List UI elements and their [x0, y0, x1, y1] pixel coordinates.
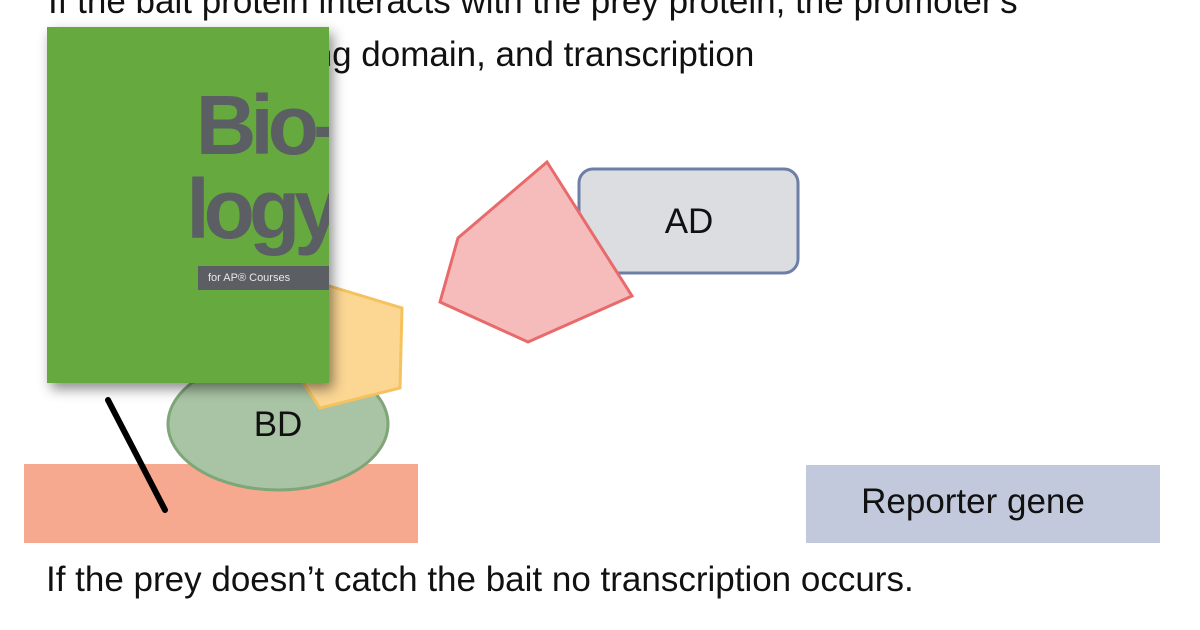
caption-bottom: If the prey doesn’t catch the bait no tr… [46, 560, 914, 599]
reporter-gene-label: Reporter gene [861, 482, 1085, 521]
book-title-line-2: logy [186, 162, 329, 256]
connector-line [105, 397, 168, 513]
caption-top-line-1: If the bait protein interacts with the p… [48, 0, 1018, 21]
book-subtitle-badge: for AP® Courses [198, 266, 329, 290]
binding-domain-label: BD [254, 405, 303, 444]
activation-domain-label: AD [665, 202, 714, 241]
biology-book-cover: Bio- logy for AP® Courses [47, 27, 329, 383]
book-title-line-1: Bio- [195, 78, 329, 172]
reporter-gene-box [806, 465, 1160, 543]
prey-protein-shape [438, 159, 635, 344]
